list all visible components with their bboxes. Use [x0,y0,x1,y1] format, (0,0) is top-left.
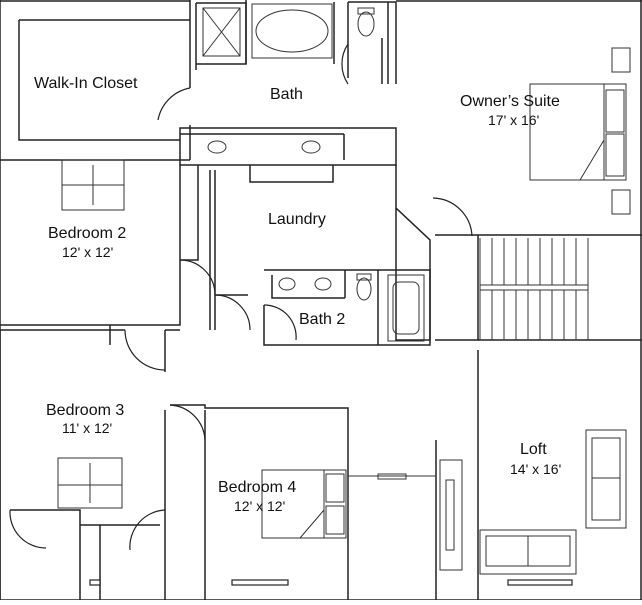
room-bath: Bath [270,86,303,103]
room-walk-in-closet: Walk-In Closet [34,75,138,92]
room-bedroom-4-dims: 12' x 12' [234,498,286,514]
room-bedroom-2-dims: 12' x 12' [62,244,114,260]
fixtures [57,3,631,575]
windows [89,579,573,586]
room-owners-suite: Owner’s Suite [460,93,560,110]
room-bedroom-3-dims: 11' x 12' [62,420,113,436]
room-bedroom-3: Bedroom 3 [46,402,125,419]
room-loft-dims: 14' x 16' [510,461,562,477]
room-laundry: Laundry [268,211,326,228]
room-bedroom-4: Bedroom 4 [218,479,297,496]
room-loft: Loft [520,441,547,458]
stairs [479,238,589,340]
door-swings [9,43,473,551]
room-bath-2: Bath 2 [299,311,346,328]
room-owners-suite-dims: 17' x 16' [488,112,540,128]
room-bedroom-2: Bedroom 2 [48,225,127,242]
